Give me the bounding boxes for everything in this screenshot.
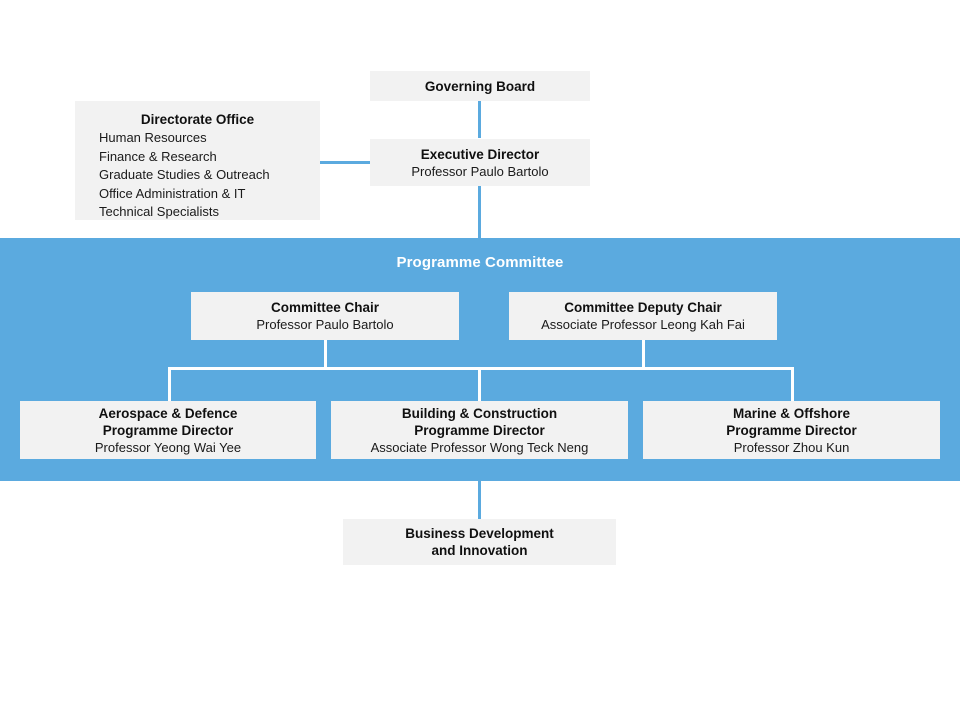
list-item: Technical Specialists — [99, 204, 219, 220]
committee-chair-role: Committee Chair — [270, 300, 380, 315]
list-item: Office Administration & IT — [99, 185, 246, 201]
marine-offshore-name: Professor Zhou Kun — [733, 439, 850, 455]
committee-chair-name: Professor Paulo Bartolo — [256, 317, 394, 332]
committee-deputy-chair-name: Associate Professor Leong Kah Fai — [541, 317, 745, 332]
marine-offshore-title: Marine & Offshore Programme Director — [726, 405, 857, 438]
node-executive-director[interactable]: Executive Director Professor Paulo Barto… — [370, 139, 590, 186]
executive-director-name: Professor Paulo Bartolo — [411, 163, 549, 179]
list-item: Finance & Research — [99, 148, 217, 164]
governing-board-title: Governing Board — [424, 78, 536, 94]
node-programme-building-construction[interactable]: Building & Construction Programme Direct… — [331, 401, 628, 459]
connector-bus-to-marine — [791, 367, 794, 401]
node-governing-board[interactable]: Governing Board — [370, 71, 590, 101]
node-programme-aerospace-defence[interactable]: Aerospace & Defence Programme Director P… — [20, 401, 316, 459]
node-programme-marine-offshore[interactable]: Marine & Offshore Programme Director Pro… — [643, 401, 940, 459]
connector-governing-board-to-executive-director — [478, 101, 481, 138]
connector-programme-bus — [168, 367, 794, 370]
connector-executive-director-to-committee — [478, 186, 481, 238]
business-development-title: Business Development and Innovation — [405, 526, 554, 558]
connector-committee-to-business-development — [478, 481, 481, 519]
node-directorate-office[interactable]: Directorate Office Human Resources Finan… — [75, 101, 320, 220]
directorate-office-unit-list: Human Resources Finance & Research Gradu… — [75, 129, 320, 222]
building-construction-name: Associate Professor Wong Teck Neng — [370, 439, 589, 455]
list-item: Human Resources — [99, 130, 207, 145]
node-committee-deputy-chair[interactable]: Committee Deputy Chair Associate Profess… — [509, 292, 777, 340]
directorate-office-title: Directorate Office — [140, 112, 255, 127]
executive-director-title: Executive Director — [420, 146, 540, 162]
committee-deputy-chair-role: Committee Deputy Chair — [564, 300, 722, 315]
node-business-development-innovation[interactable]: Business Development and Innovation — [343, 519, 616, 565]
programme-committee-title: Programme Committee — [396, 254, 564, 271]
node-committee-chair[interactable]: Committee Chair Professor Paulo Bartolo — [191, 292, 459, 340]
aerospace-defence-name: Professor Yeong Wai Yee — [94, 439, 242, 455]
connector-bus-to-building — [478, 367, 481, 401]
connector-deputy-chair-to-bus — [642, 340, 645, 369]
connector-bus-to-aerospace — [168, 367, 171, 401]
aerospace-defence-title: Aerospace & Defence Programme Director — [98, 405, 238, 438]
connector-directorate-office-to-executive-director — [310, 161, 372, 164]
connector-chair-to-bus — [324, 340, 327, 369]
building-construction-title: Building & Construction Programme Direct… — [401, 405, 558, 438]
list-item: Graduate Studies & Outreach — [99, 167, 270, 183]
